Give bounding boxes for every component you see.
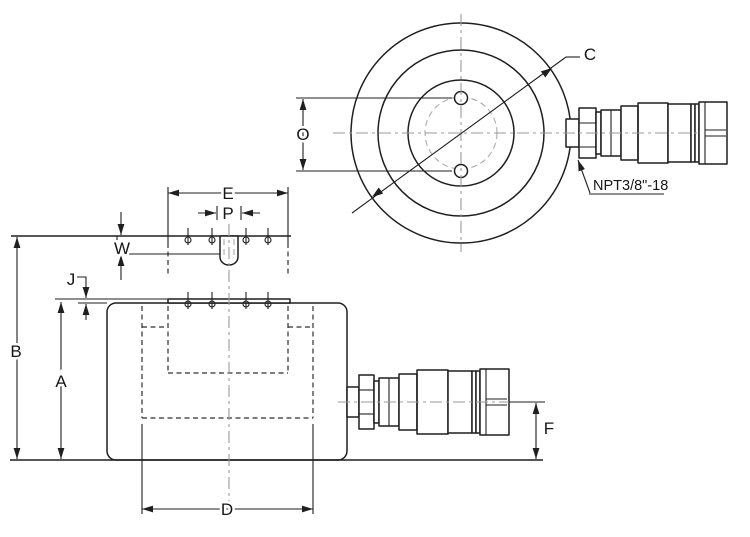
dim-label-o: O xyxy=(296,125,309,144)
dim-label-j: J xyxy=(67,270,76,289)
dim-label-w: W xyxy=(114,239,130,258)
hidden-bore-lines xyxy=(141,306,314,419)
dim-label-e: E xyxy=(222,184,233,203)
dim-F xyxy=(509,401,545,459)
dim-label-d: D xyxy=(221,500,233,519)
dim-label-c: C xyxy=(584,45,596,64)
dim-label-b: B xyxy=(10,342,21,361)
dim-J xyxy=(77,276,90,320)
coupler-end-cap xyxy=(698,101,728,165)
dimension-labels: O C E P W J B A D F NPT3/8"-18 xyxy=(8,43,670,522)
port-thread-label: NPT3/8"-18 xyxy=(593,178,668,194)
dim-label-a: A xyxy=(55,372,67,391)
dim-E xyxy=(167,187,289,277)
dimensions xyxy=(13,56,664,514)
dim-P xyxy=(198,206,260,220)
dim-D xyxy=(141,424,314,514)
port-thread-callout xyxy=(577,159,664,195)
dim-label-p: P xyxy=(222,204,233,223)
side-view xyxy=(10,227,543,461)
saddle-detail-view xyxy=(11,227,291,266)
dim-label-f: F xyxy=(544,419,554,438)
dim-O xyxy=(296,97,452,172)
dim-C-leader xyxy=(351,56,580,214)
